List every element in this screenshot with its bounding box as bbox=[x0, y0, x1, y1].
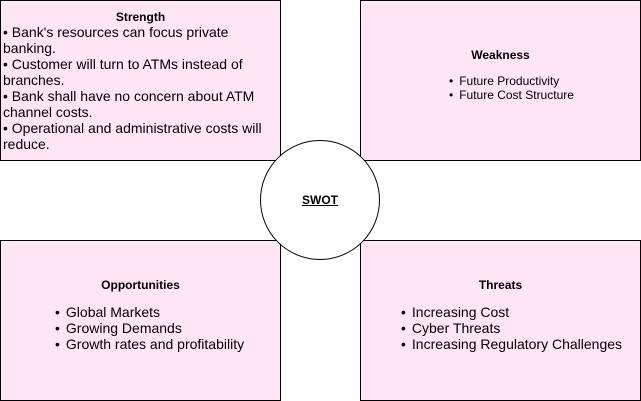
weakness-item: Future Cost Structure bbox=[449, 88, 574, 102]
weakness-title: Weakness bbox=[471, 48, 530, 62]
strength-text: • Bank's resources can focus private ban… bbox=[1, 24, 280, 152]
opportunities-item: Global Markets bbox=[55, 304, 244, 320]
opportunities-list: Global Markets Growing Demands Growth ra… bbox=[55, 304, 244, 352]
threats-item: Increasing Cost bbox=[401, 304, 622, 320]
strength-item: • Bank's resources can focus private ban… bbox=[3, 24, 229, 56]
threats-item: Cyber Threats bbox=[401, 320, 622, 336]
opportunities-box: Opportunities Global Markets Growing Dem… bbox=[0, 240, 281, 401]
threats-list: Increasing Cost Cyber Threats Increasing… bbox=[401, 304, 622, 352]
opportunities-item: Growth rates and profitability bbox=[55, 336, 244, 352]
strength-title: Strength bbox=[115, 10, 166, 24]
threats-box: Threats Increasing Cost Cyber Threats In… bbox=[360, 240, 641, 401]
swot-center-label: SWOT bbox=[302, 193, 338, 207]
threats-title: Threats bbox=[478, 278, 523, 292]
weakness-box: Weakness Future Productivity Future Cost… bbox=[360, 0, 641, 161]
swot-center-circle: SWOT bbox=[260, 140, 380, 260]
strength-item: • Bank shall have no concern about ATM c… bbox=[3, 88, 255, 120]
strength-item: • Customer will turn to ATMs instead of … bbox=[3, 56, 243, 88]
opportunities-title: Opportunities bbox=[101, 278, 180, 292]
threats-item: Increasing Regulatory Challenges bbox=[401, 336, 622, 352]
strength-item: • Operational and administrative costs w… bbox=[3, 120, 262, 152]
weakness-item: Future Productivity bbox=[449, 74, 574, 88]
weakness-list: Future Productivity Future Cost Structur… bbox=[449, 74, 574, 102]
strength-box: Strength • Bank's resources can focus pr… bbox=[0, 0, 281, 161]
opportunities-item: Growing Demands bbox=[55, 320, 244, 336]
